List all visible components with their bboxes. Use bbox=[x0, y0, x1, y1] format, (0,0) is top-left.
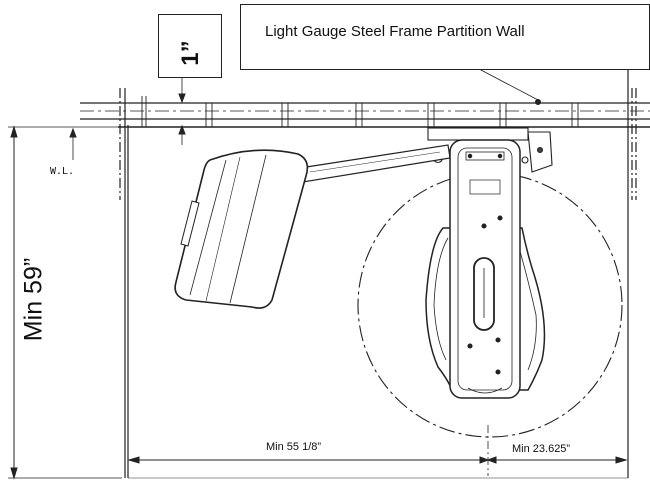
swing-arm bbox=[299, 144, 451, 183]
wall-callout-text: Light Gauge Steel Frame Partition Wall bbox=[265, 23, 525, 40]
clearance-dimension-label: Min 23.625” bbox=[512, 443, 571, 455]
water-line-label: W.L. bbox=[50, 166, 75, 177]
water-line-marker bbox=[69, 127, 77, 160]
arm-mounted-unit bbox=[174, 149, 309, 309]
width-dimension-label: Min 55 1/8” bbox=[266, 441, 322, 453]
gap-callout-text: 1” bbox=[177, 40, 204, 66]
partition-wall bbox=[80, 96, 650, 128]
room-outline bbox=[119, 70, 637, 479]
main-unit bbox=[425, 139, 546, 399]
wall-callout-box: Light Gauge Steel Frame Partition Wall bbox=[240, 4, 650, 70]
height-dimension-line bbox=[8, 125, 122, 480]
gap-callout-box: 1” bbox=[158, 14, 222, 78]
height-dimension-label: Min 59” bbox=[19, 257, 48, 342]
width-dimension-line bbox=[127, 425, 628, 476]
gap-dimension-marker bbox=[178, 78, 186, 145]
